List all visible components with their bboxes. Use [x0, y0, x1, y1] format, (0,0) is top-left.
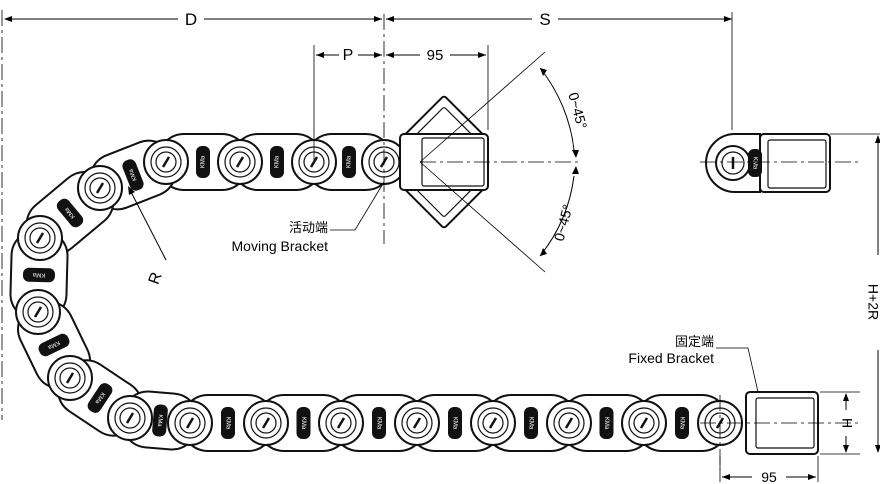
link-pin-ring	[224, 146, 256, 178]
link-marking: KMa	[375, 417, 381, 430]
link-pin-slot	[65, 372, 75, 384]
link-pin-slot	[35, 232, 45, 244]
link-pin-slot	[235, 156, 245, 168]
link-connector	[38, 333, 70, 357]
detached-end-bracket: KMa	[705, 133, 831, 193]
link-marking: KMa	[32, 271, 45, 277]
link-pin-slot	[336, 417, 346, 429]
overall-height-label: H+2R	[865, 284, 880, 320]
dim-95-bottom-label: 95	[761, 469, 777, 484]
link-connector	[524, 407, 538, 439]
link-connector	[221, 407, 235, 439]
link-marking: KMa	[224, 417, 230, 430]
link-connector	[122, 159, 144, 191]
link-pin-inner	[155, 151, 177, 173]
link-pin-ring	[24, 222, 56, 254]
link-pin-slot	[564, 417, 574, 429]
link-connector	[448, 407, 462, 439]
dim-p-label: P	[343, 47, 354, 64]
link-pin-ring	[477, 407, 509, 439]
link-pin-slot	[161, 156, 171, 168]
link-pin-inner	[229, 151, 251, 173]
detached-link-marking: KMa	[751, 157, 757, 170]
link-marking: KMa	[128, 167, 138, 181]
link-pin-inner	[27, 301, 49, 323]
link-connector	[270, 146, 284, 178]
link-pin-slot	[309, 156, 319, 168]
link-pin-inner	[179, 412, 201, 434]
dim-95-top-label: 95	[427, 47, 444, 64]
fixed-bracket-label-cn: 固定端	[675, 334, 714, 349]
link-pin-slot	[95, 182, 105, 194]
link-pin-slot	[125, 412, 135, 424]
link-marking: KMa	[603, 417, 609, 430]
link-marking: KMa	[678, 417, 684, 430]
link-pin-inner	[255, 412, 277, 434]
link-pin-ring	[325, 407, 357, 439]
link-marking: KMa	[156, 414, 163, 427]
link-pin-ring	[22, 296, 54, 328]
link-pin-inner	[119, 407, 141, 429]
link-pin-ring	[114, 402, 146, 434]
link-pin-inner	[482, 412, 504, 434]
link-connector	[675, 407, 689, 439]
link-pin-ring	[54, 362, 86, 394]
link-pin-slot	[412, 417, 422, 429]
link-marking: KMa	[347, 155, 353, 168]
moving-bracket-label-en: Moving Bracket	[232, 238, 329, 254]
link-connector	[152, 404, 168, 437]
link-connector	[56, 198, 84, 228]
link-pin-slot	[488, 417, 498, 429]
radius-label: R	[146, 270, 166, 287]
link-pin-inner	[29, 227, 51, 249]
link-pin-inner	[558, 412, 580, 434]
moving-bracket-label-cn: 活动端	[289, 220, 328, 235]
link-connector	[87, 383, 113, 413]
link-connector	[599, 407, 614, 439]
chain-height-label: H	[839, 418, 855, 428]
link-connector	[22, 267, 56, 283]
link-marking: KMa	[300, 417, 306, 430]
dimension-lines	[4, 12, 880, 482]
link-connector	[196, 146, 210, 178]
link-pin-inner	[330, 412, 352, 434]
link-pin-ring	[553, 407, 585, 439]
link-pin-ring	[401, 407, 433, 439]
link-marking: KMa	[201, 155, 207, 168]
link-pin-ring	[174, 407, 206, 439]
link-connector	[296, 407, 311, 439]
link-marking: KMa	[275, 155, 281, 168]
link-pin-slot	[33, 306, 43, 318]
annotation-labels: 活动端 Moving Bracket 固定端 Fixed Bracket	[232, 220, 715, 366]
link-pin-inner	[406, 412, 428, 434]
dim-s-label: S	[539, 10, 550, 29]
link-marking: KMa	[46, 339, 60, 350]
link-pin-inner	[59, 367, 81, 389]
link-pin-inner	[633, 412, 655, 434]
link-pin-ring	[150, 146, 182, 178]
link-pin-slot	[261, 417, 271, 429]
link-pin-ring	[628, 407, 660, 439]
link-pin-inner	[89, 177, 111, 199]
link-pin-slot	[639, 417, 649, 429]
link-pin-slot	[185, 417, 195, 429]
angle-down-label: 0~45°	[551, 203, 576, 243]
link-connector	[372, 407, 386, 439]
link-marking: KMa	[451, 417, 457, 430]
link-connector	[342, 146, 356, 178]
fixed-bracket-label-en: Fixed Bracket	[628, 350, 714, 366]
dim-d-label: D	[185, 10, 197, 29]
link-marking: KMa	[527, 417, 533, 430]
link-pin-ring	[84, 172, 116, 204]
link-pin-ring	[250, 407, 282, 439]
